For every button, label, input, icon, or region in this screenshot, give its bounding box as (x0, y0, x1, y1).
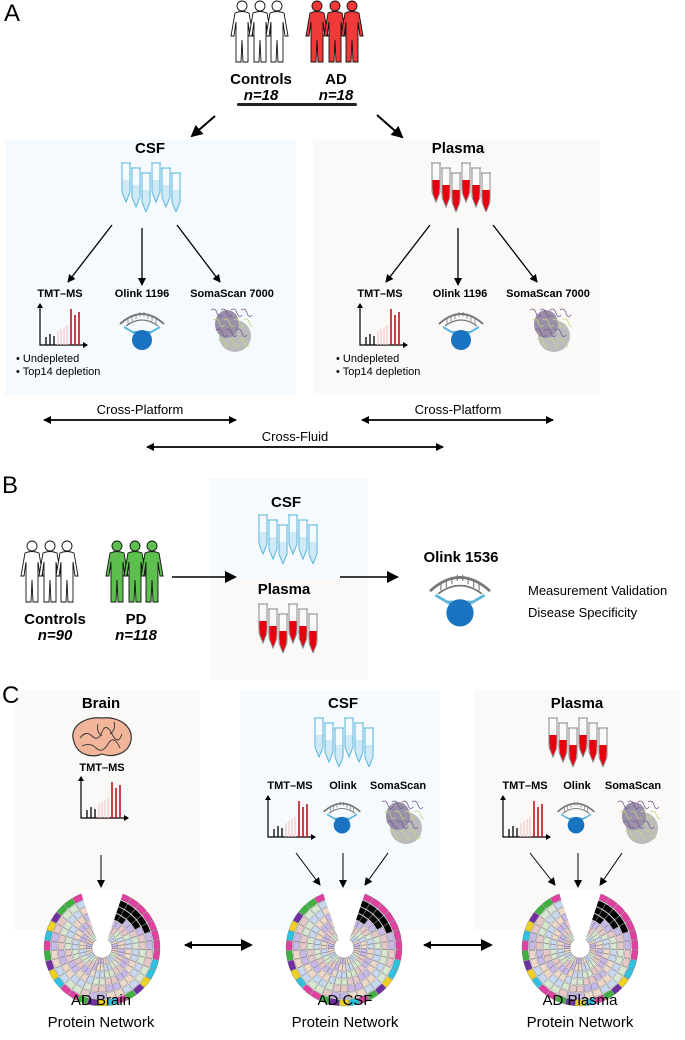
somascan-protein-icon (524, 302, 574, 359)
olink-assay-icon (556, 800, 596, 842)
people-outline-icon (20, 540, 80, 611)
mass-spec-chart-icon (357, 303, 409, 353)
people-red-icon (305, 0, 365, 71)
arrow (599, 852, 623, 886)
outcome-item: Disease Specificity (528, 605, 638, 620)
c-csf-olink-label: Olink (329, 780, 357, 792)
group-n: n=90 (37, 627, 73, 644)
mass-spec-chart-icon (37, 303, 89, 353)
plasma-tmt-label: TMT–MS (357, 288, 403, 300)
c-plasma-somascan-label: SomaScan (604, 780, 662, 792)
plasma-title: Plasma (431, 140, 485, 157)
csf-tmt-label: TMT–MS (37, 288, 83, 300)
csf-title: CSF (135, 140, 165, 157)
network-subtitle: Protein Network (526, 1014, 634, 1031)
olink-assay-icon (427, 572, 493, 637)
group-name: AD (325, 71, 347, 88)
plasma-somascan-label: SomaScan 7000 (506, 288, 590, 300)
csf-tubes-icon (119, 162, 183, 217)
c-plasma-olink-label: Olink (563, 780, 591, 792)
plasma-network-icon (520, 890, 640, 1013)
plasma-tubes-icon (546, 717, 610, 772)
olink-assay-icon (118, 310, 166, 359)
brain-icon (68, 714, 136, 765)
people-green-icon (105, 540, 165, 611)
olink-1536-label: Olink 1536 (423, 549, 499, 566)
bullet-item: Undepleted (342, 353, 400, 365)
arrow (67, 224, 113, 283)
csf-cross-platform-label: Cross-Platform (96, 402, 184, 417)
c-csf-title: CSF (328, 695, 358, 712)
outcome-item: Measurement Validation (528, 583, 668, 598)
c-csf-somascan-label: SomaScan (369, 780, 427, 792)
mass-spec-chart-icon (500, 795, 552, 845)
network-name: AD CSF (317, 992, 373, 1009)
people-outline-icon (230, 0, 290, 71)
arrow (190, 115, 216, 138)
somascan-protein-icon (376, 794, 426, 851)
b-csf-title: CSF (271, 494, 301, 511)
panel-a-letter: A (4, 0, 21, 27)
network-name: AD Brain (70, 992, 132, 1009)
olink-assay-icon (437, 310, 485, 359)
somascan-protein-icon (205, 302, 255, 359)
bullet-item: Top14 depletion (342, 366, 421, 378)
group-underline (237, 103, 357, 106)
brain-network-icon (42, 890, 162, 1013)
cross-fluid-label: Cross-Fluid (261, 429, 329, 444)
b-plasma-title: Plasma (257, 581, 311, 598)
c-brain-title: Brain (81, 695, 121, 712)
arrow (376, 114, 404, 139)
panel-b-letter: B (2, 472, 19, 499)
plasma-cross-platform-label: Cross-Platform (414, 402, 502, 417)
group-n: n=18 (318, 87, 354, 104)
c-csf-tmt-label: TMT–MS (267, 780, 313, 792)
plasma-panel-bg (313, 140, 600, 395)
group-n: n=18 (243, 87, 279, 104)
bullet-item: Top14 depletion (22, 366, 101, 378)
plasma-olink-label: Olink 1196 (432, 288, 488, 300)
network-name: AD Plasma (542, 992, 618, 1009)
group-name: Controls (230, 71, 292, 88)
csf-network-label: AD CSF Protein Network (292, 990, 399, 1034)
plasma-tmt-bullets: • Undepleted• Top14 depletion (336, 353, 421, 378)
arrow (364, 852, 389, 886)
network-subtitle: Protein Network (47, 1014, 155, 1031)
csf-tmt-bullets: • Undepleted• Top14 depletion (16, 353, 101, 378)
arrow (385, 224, 431, 283)
c-plasma-title: Plasma (550, 695, 604, 712)
plasma-tubes-icon (429, 162, 493, 217)
mass-spec-chart-icon (265, 795, 317, 845)
bullet-item: Undepleted (22, 353, 80, 365)
group-name: Controls (24, 611, 86, 628)
mass-spec-chart-icon (78, 776, 130, 826)
group-name: PD (125, 611, 147, 628)
arrow (492, 224, 538, 283)
csf-somascan-label: SomaScan 7000 (190, 288, 274, 300)
c-brain-tmt-label: TMT–MS (79, 762, 125, 774)
csf-olink-label: Olink 1196 (114, 288, 170, 300)
group-n: n=118 (115, 627, 157, 644)
network-subtitle: Protein Network (291, 1014, 399, 1031)
csf-network-icon (284, 890, 404, 1013)
somascan-protein-icon (612, 794, 662, 851)
plasma-tubes-icon (256, 603, 320, 658)
c-plasma-tmt-label: TMT–MS (502, 780, 548, 792)
olink-assay-icon (322, 800, 362, 842)
arrow (176, 224, 221, 283)
csf-tubes-icon (256, 514, 320, 569)
arrow (529, 852, 556, 886)
panel-c-letter: C (2, 682, 20, 709)
csf-tubes-icon (312, 717, 376, 772)
arrow (295, 852, 321, 886)
